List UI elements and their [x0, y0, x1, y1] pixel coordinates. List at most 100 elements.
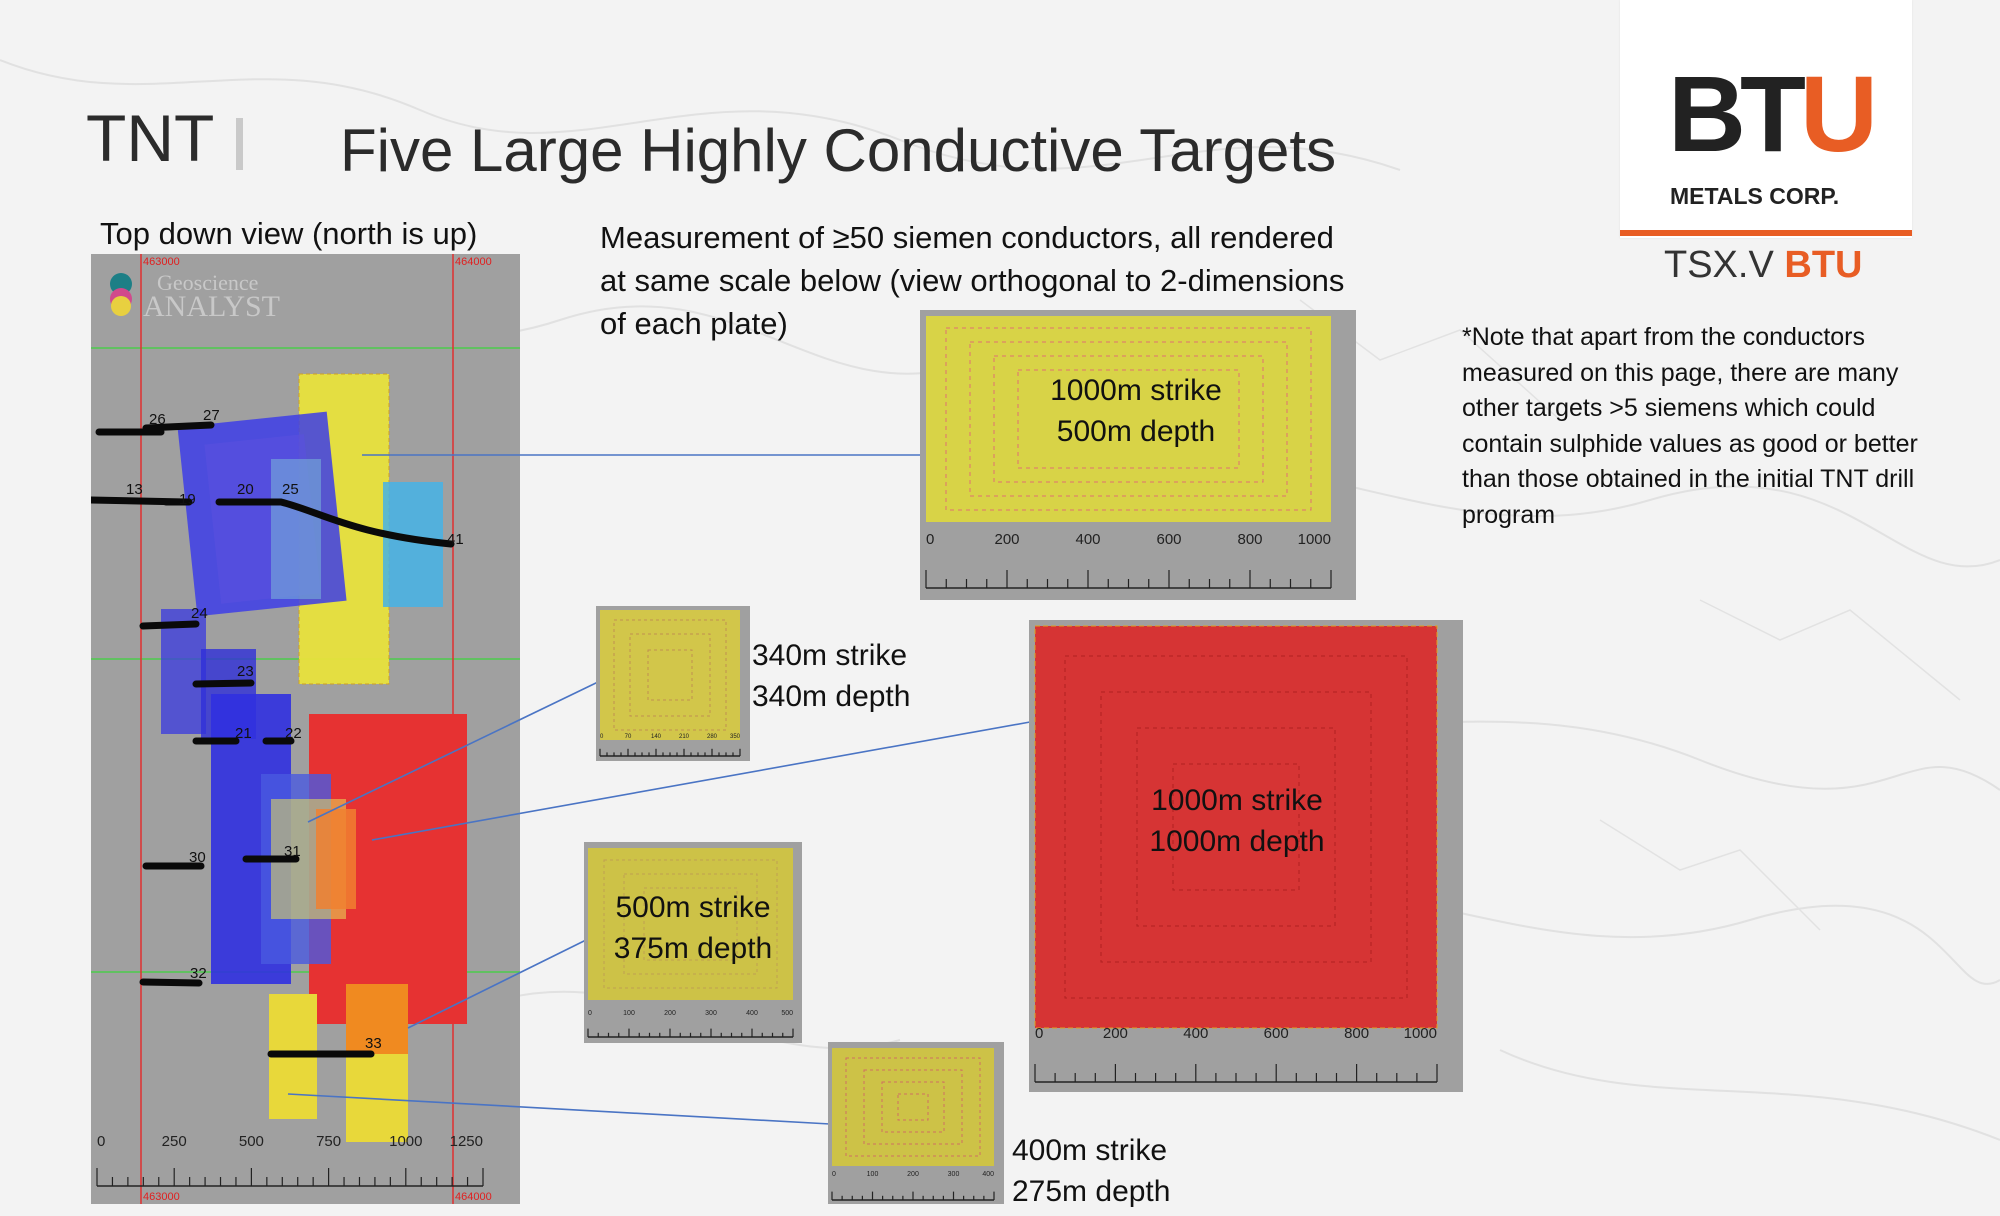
axis-tick-label: 140	[651, 734, 662, 740]
measurement-line-2: at same scale below (view orthogonal to …	[600, 263, 1345, 298]
measurement-line-3: of each plate)	[600, 306, 788, 341]
axis-tick-label: 400	[982, 1171, 994, 1178]
plate-3-depth: 1000m depth	[1149, 825, 1325, 858]
axis-tick-label: 100	[623, 1010, 635, 1017]
axis-tick-label: 300	[705, 1010, 717, 1017]
axis-tick-label: 1000	[389, 1133, 422, 1150]
axis-tick-label: 0	[97, 1133, 105, 1150]
plate-3-svg: 0 200 400 600 800 1000	[1034, 625, 1438, 1083]
logo-brand: BTU	[1668, 60, 1878, 168]
hole-label: 20	[237, 481, 254, 498]
axis-tick-label: 300	[948, 1171, 960, 1178]
hole-label: 33	[365, 1035, 382, 1052]
watermark-top: Geoscience	[157, 270, 258, 295]
axis-tick-label: 600	[1156, 531, 1181, 548]
note-line: program	[1462, 500, 1556, 529]
note-line: contain sulphide values as good or bette…	[1462, 429, 1918, 458]
plate-4-strike: 500m strike	[615, 891, 771, 924]
axis-tick-label: 400	[1075, 531, 1100, 548]
plate-1-svg: 0 200 400 600 800 1000	[925, 316, 1332, 589]
ticker: TSX.V BTU	[1664, 244, 1862, 287]
geoscience-analyst-logo	[110, 273, 132, 316]
note-line: *Note that apart from the conductors	[1462, 323, 1865, 351]
hole-label: 30	[189, 849, 206, 866]
plate-1-label: 1000m strike 500m depth	[1016, 370, 1256, 452]
title-prefix: TNT	[86, 101, 215, 175]
plate-panel: 0 200 400 600 800 1000 1000m strike 500m dept…	[920, 310, 1356, 600]
axis-tick-label: 400	[1183, 1025, 1208, 1042]
hole-label: 19	[179, 491, 196, 508]
plate-5-strike: 400m strike	[1012, 1134, 1168, 1167]
hole-label: 31	[284, 843, 301, 860]
ticker-exchange: TSX.V	[1664, 244, 1774, 286]
logo-underline	[1620, 230, 1912, 236]
axis-tick-label: 1000	[1298, 531, 1331, 548]
axis-tick-label: 1000	[1404, 1025, 1437, 1042]
axis-tick-label: 100	[867, 1171, 879, 1178]
ticker-symbol: BTU	[1784, 244, 1863, 286]
note-line: other targets >5 siemens which could	[1462, 394, 1876, 422]
note-line: measured on this page, there are many	[1462, 358, 1899, 387]
page-title: Five Large Highly Conductive Targets	[340, 117, 1337, 184]
axis-tick-label: 280	[707, 734, 718, 740]
coord-label-bottom-right: 464000	[455, 1191, 492, 1203]
axis-tick-label: 0	[926, 531, 934, 548]
hole-label: 32	[190, 965, 207, 982]
note-text: *Note that apart from the conductors mea…	[1462, 320, 1992, 533]
axis-tick-label: 0	[600, 734, 604, 740]
measurement-line-1: Measurement of ≥50 siemen conductors, al…	[600, 220, 1334, 255]
plate-2-strike: 340m strike	[752, 639, 908, 672]
plate-4-depth: 375m depth	[613, 932, 773, 965]
axis-tick-label: 0	[588, 1010, 592, 1017]
hole-label: 25	[282, 481, 299, 498]
axis-tick-label: 600	[1264, 1025, 1289, 1042]
plate-2-depth: 340m depth	[752, 680, 911, 713]
plate-4-label: 500m strike 375m depth	[596, 887, 790, 969]
hole-label: 22	[285, 725, 302, 742]
hole-label: 21	[235, 725, 252, 742]
axis-tick-label: 250	[162, 1133, 187, 1150]
axis-tick-label: 200	[994, 531, 1019, 548]
coord-label-top-left: 463000	[143, 256, 180, 268]
plate-5-label: 400m strike 275m depth	[1012, 1130, 1170, 1212]
axis-tick-label: 200	[1103, 1025, 1128, 1042]
hole-label: 41	[447, 531, 464, 548]
logo-bt: BT	[1668, 53, 1806, 174]
axis-tick-label: 800	[1344, 1025, 1369, 1042]
logo-u: U	[1799, 53, 1878, 174]
axis-tick-label: 500	[781, 1010, 793, 1017]
measurement-text: Measurement of ≥50 siemen conductors, al…	[600, 216, 1420, 345]
hole-label: 24	[191, 605, 208, 622]
axis-tick-label: 750	[316, 1133, 341, 1150]
axis-tick-label: 0	[832, 1171, 836, 1178]
axis-tick-label: 800	[1237, 531, 1262, 548]
hole-label: 23	[237, 663, 254, 680]
plate-1-depth: 500m depth	[1056, 415, 1216, 448]
axis-tick-label: 0	[1035, 1025, 1043, 1042]
top-view-heading: Top down view (north is up)	[100, 216, 478, 251]
title-divider	[236, 118, 243, 170]
axis-tick-label: 500	[239, 1133, 264, 1150]
plate-3-label: 1000m strike 1000m depth	[1117, 780, 1357, 862]
logo-sub: METALS CORP.	[1670, 183, 1840, 209]
plate-1-strike: 1000m strike	[1050, 374, 1222, 407]
axis-tick-label: 200	[664, 1010, 676, 1017]
top-view-plot: 26 27 13 19 20 25 24 23 21 22 30 31 32 3…	[91, 254, 520, 1204]
hole-label: 26	[149, 411, 166, 428]
top-view-axis: 0 250 500 750 1000 1250	[96, 1133, 484, 1187]
coord-label-top-right: 464000	[455, 256, 492, 268]
plate-3-axis: 0 200 400 600 800 1000	[1034, 1025, 1438, 1083]
plate-5-depth: 275m depth	[1012, 1175, 1171, 1208]
btu-logo: BTU METALS CORP.	[1620, 0, 1912, 238]
hole-label: 13	[126, 481, 143, 498]
plate-1-axis: 0 200 400 600 800 1000	[925, 531, 1332, 589]
axis-tick-label: 1250	[450, 1133, 483, 1150]
